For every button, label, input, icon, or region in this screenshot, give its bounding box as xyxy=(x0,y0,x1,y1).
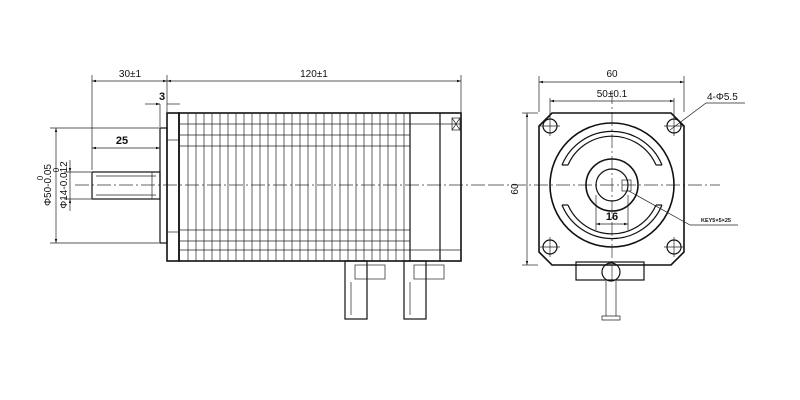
dim-body-length: 120±1 xyxy=(300,69,328,80)
flange xyxy=(159,112,180,262)
square-flange xyxy=(538,112,685,266)
pilot-circle xyxy=(585,158,639,212)
key-slot xyxy=(621,179,632,192)
mount-hole-bl xyxy=(540,237,560,257)
dim-front-width: 60 xyxy=(606,69,618,80)
shaft xyxy=(91,171,161,200)
arc-slot-top xyxy=(561,130,663,166)
top-dimensions xyxy=(91,75,462,170)
side-view: 30±1 120±1 3 25 Φ50-0.05 0 Φ14-0.012 0 xyxy=(36,69,490,320)
left-dimensions xyxy=(50,127,159,244)
cable-connector xyxy=(575,261,645,321)
dim-front-height: 60 xyxy=(510,183,521,195)
arc-slot-bottom xyxy=(561,204,663,240)
dim-flat: 16 xyxy=(606,211,618,223)
dim-shaft-length: 30±1 xyxy=(119,69,142,80)
dim-pilot-upper: 0 xyxy=(36,175,45,180)
front-dimensions xyxy=(522,76,745,266)
outer-circle xyxy=(549,122,675,248)
motor-body xyxy=(178,112,462,262)
dim-hole-spacing: 50±0.1 xyxy=(597,89,628,100)
mount-hole-tl xyxy=(540,116,560,136)
connectors xyxy=(344,260,445,320)
key-spec: KEY5×5×25 xyxy=(701,218,731,224)
front-view: 60 50±0.1 4-Φ5.5 60 16 KEY5×5×25 xyxy=(490,69,745,321)
shaft-circle xyxy=(595,168,629,202)
dim-pilot-diameter: Φ50-0.05 xyxy=(43,164,54,206)
dim-key-length: 25 xyxy=(116,135,128,147)
dim-shaft-upper: 0 xyxy=(52,167,61,172)
dim-holes: 4-Φ5.5 xyxy=(707,92,738,103)
dim-shaft-diameter: Φ14-0.012 xyxy=(59,161,70,209)
dim-flange: 3 xyxy=(159,91,165,103)
mount-hole-tr xyxy=(664,116,684,136)
mount-hole-br xyxy=(664,237,684,257)
